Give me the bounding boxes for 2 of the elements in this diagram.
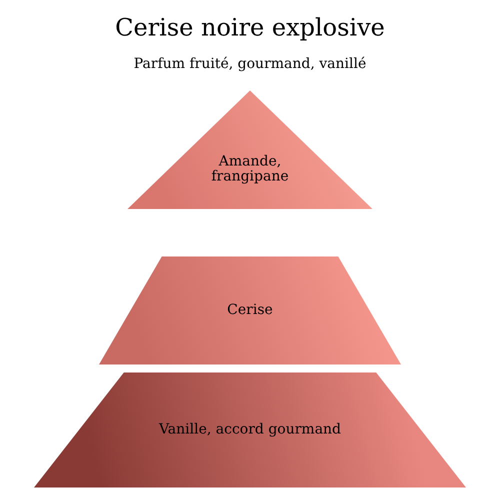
label: Parfum fruité, gourmand, vanillé [134, 56, 366, 72]
diagram-title: Cerise noire explosive [115, 14, 385, 42]
